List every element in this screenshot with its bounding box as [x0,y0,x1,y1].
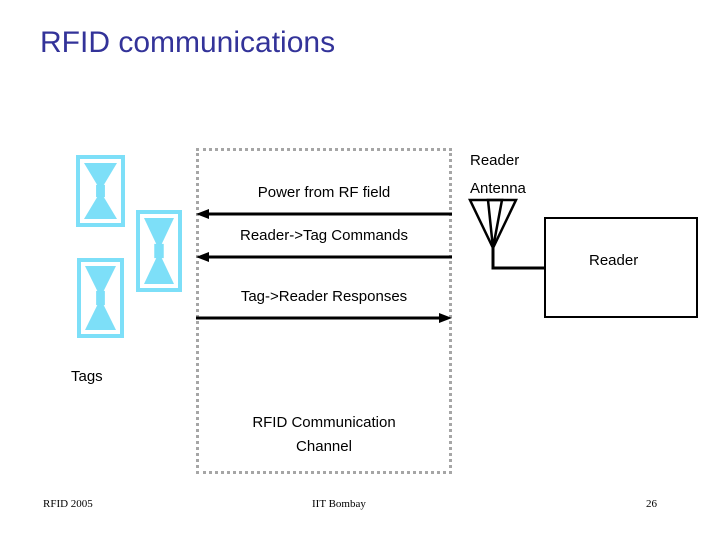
slide-footer: RFID 2005 IIT Bombay 26 [0,498,720,520]
footer-page-number: 26 [646,498,657,510]
arrow-line-power-from-rf-field [196,208,452,220]
tag-1[interactable] [76,155,125,227]
page-title: RFID communications [40,26,336,59]
channel-caption: RFID Communication Channel [216,411,432,459]
tag-2-antenna-graphic [144,218,174,284]
footer-conference: RFID 2005 [43,498,93,510]
reader-antenna-icon [466,196,566,286]
tags-group-label: Tags [71,368,103,385]
channel-caption-line1: RFID Communication [252,414,396,431]
footer-organization: IIT Bombay [312,498,366,510]
arrow-caption-reader-to-tag-commands: Reader->Tag Commands [240,227,408,244]
reader-antenna-label-line2: Antenna [470,180,526,197]
tag-3[interactable] [77,258,124,338]
tag-2[interactable] [136,210,182,292]
reader-antenna-label-line1: Reader [470,152,520,169]
rfid-communication-channel-box [196,148,452,474]
arrow-caption-tag-to-reader-responses: Tag->Reader Responses [240,288,408,305]
arrow-line-reader-to-tag-commands [196,251,452,263]
tag-1-antenna-graphic [84,163,117,219]
tag-3-antenna-graphic [85,266,116,330]
reader-antenna-label: Reader Antenna [470,147,560,203]
reader-box-label: Reader [589,252,639,269]
arrow-caption-power-from-rf-field: Power from RF field [257,184,391,201]
reader-box[interactable] [544,217,698,318]
channel-caption-line2: Channel [296,438,352,455]
arrow-line-tag-to-reader-responses [196,312,452,324]
